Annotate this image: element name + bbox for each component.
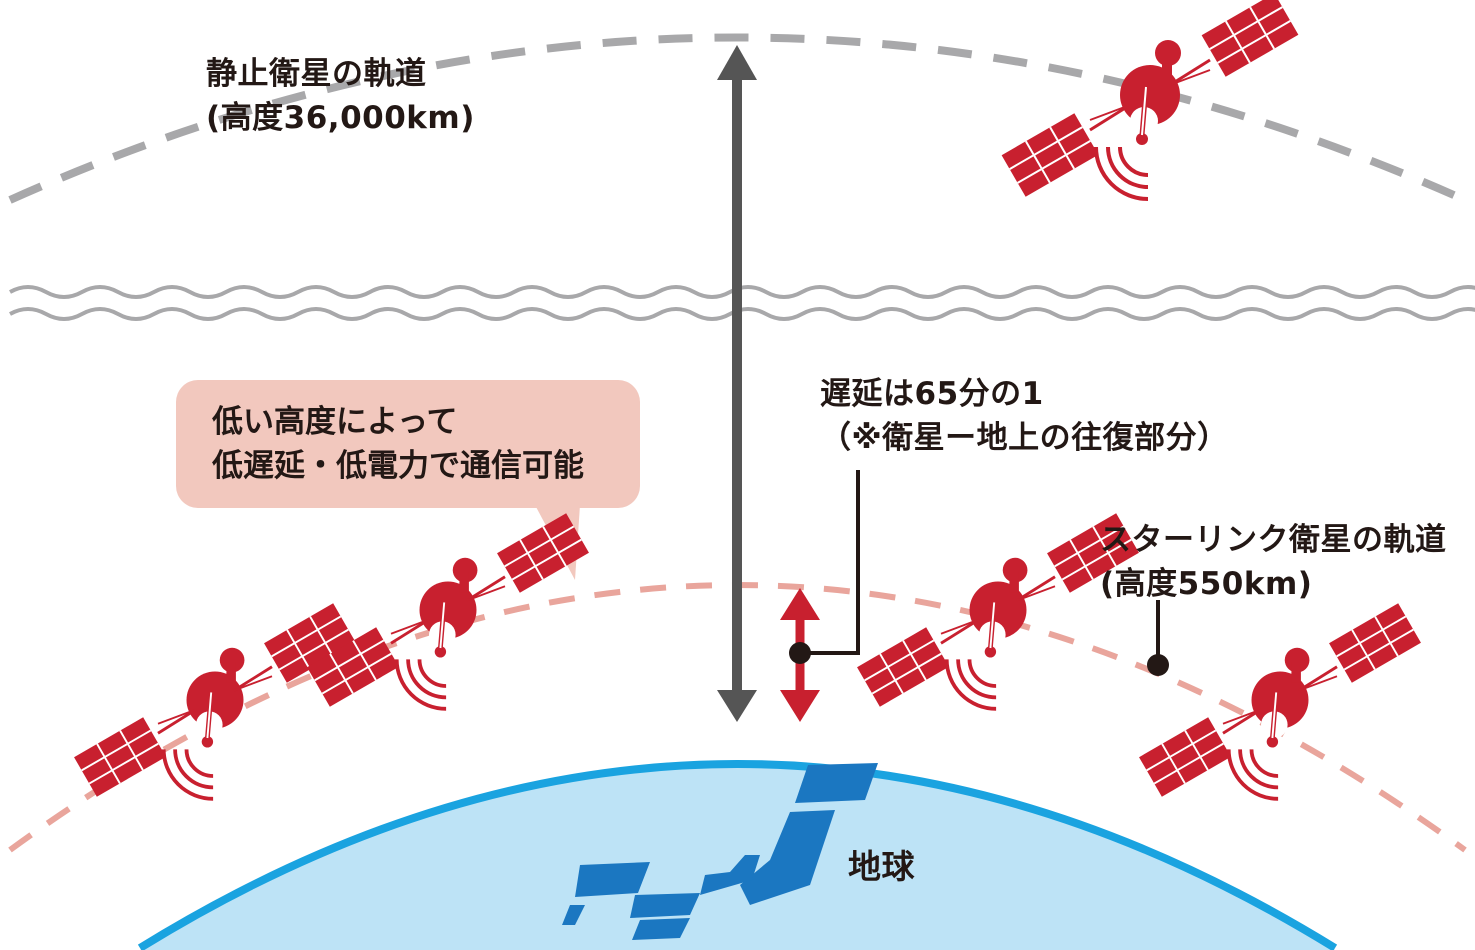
starlink-orbit-label-line-1: スターリンク衛星の軌道 [1100, 522, 1447, 558]
delay-label-line-2: （※衛星ー地上の往復部分） [820, 420, 1229, 456]
callout-line-2: 低遅延・低電力で通信可能 [212, 448, 584, 484]
delay-label: 遅延は65分の1 （※衛星ー地上の往復部分） [820, 372, 1229, 460]
geo-orbit-label-line-2: (高度36,000km) [206, 100, 475, 136]
callout-line-1: 低い高度によって [212, 404, 458, 440]
satellite-icon-3 [857, 513, 1139, 708]
callout-bubble [176, 380, 640, 508]
starlink-orbit-label-line-2: (高度550km) [1100, 566, 1313, 602]
satellite-icon-4 [1139, 603, 1421, 798]
delay-leader [789, 470, 860, 664]
satellite-icon-1 [74, 603, 356, 798]
geo-orbit-label-line-1: 静止衛星の軌道 [206, 56, 427, 92]
earth-label: 地球 [848, 847, 915, 886]
delay-label-line-1: 遅延は65分の1 [820, 376, 1044, 412]
satellite-icon-geo [1002, 0, 1299, 199]
starlink-orbit-label: スターリンク衛星の軌道 (高度550km) [1100, 518, 1447, 606]
satellite-icon-2 [307, 513, 589, 708]
break-wave-top [9, 285, 1475, 299]
callout-text: 低い高度によって 低遅延・低電力で通信可能 [212, 400, 584, 488]
japan-map-icon [562, 763, 878, 940]
earth-edge [137, 760, 1338, 950]
geo-orbit-arc [8, 33, 1467, 204]
geo-orbit-label: 静止衛星の軌道 (高度36,000km) [206, 52, 475, 140]
geo-distance-arrow [717, 45, 757, 722]
break-wave-bottom [9, 307, 1475, 321]
starlink-leader [1147, 600, 1169, 676]
